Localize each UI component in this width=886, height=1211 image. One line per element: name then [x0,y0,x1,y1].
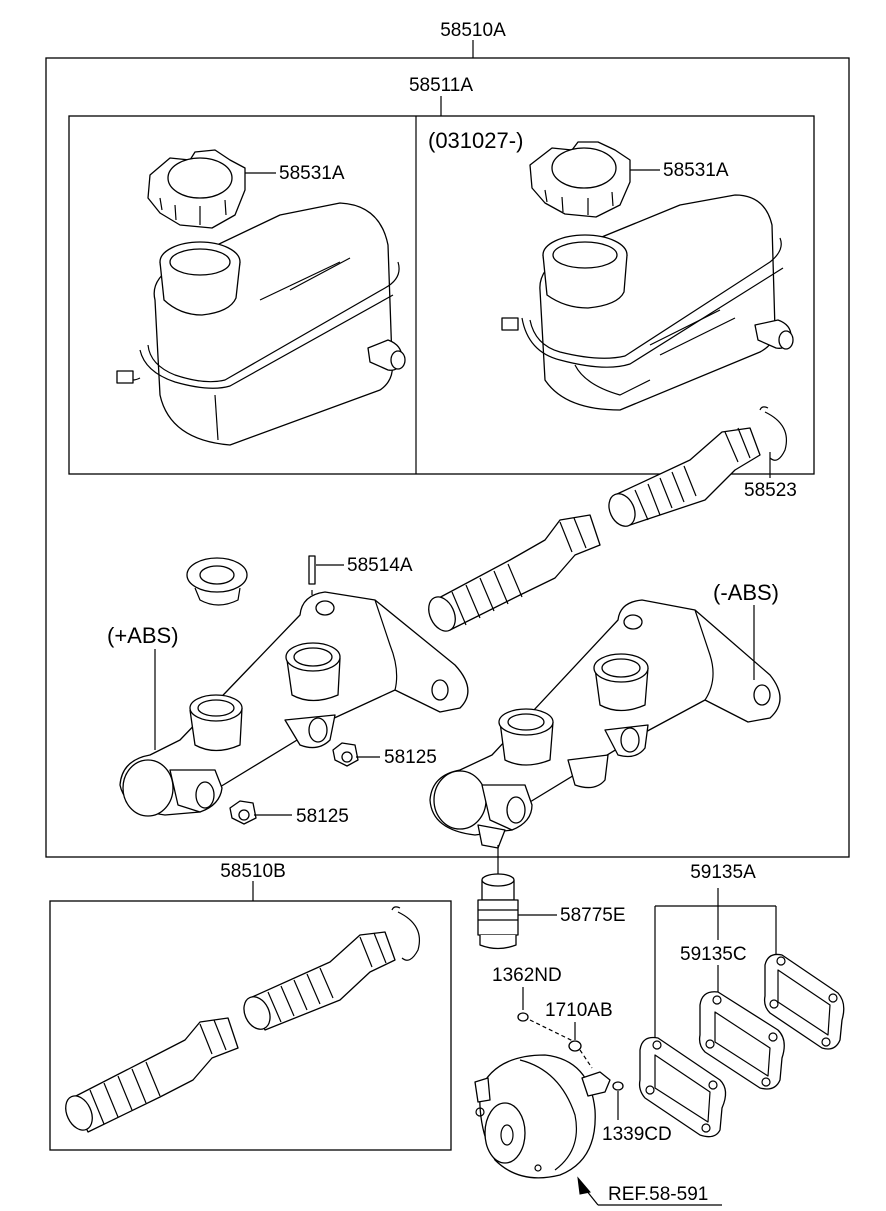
clip-1710AB[interactable] [568,1040,582,1052]
label-58514A[interactable]: 58514A [347,555,413,576]
label-59135A[interactable]: 59135A [690,862,756,883]
label-58511A[interactable]: 58511A [409,75,473,96]
label-58125-lower[interactable]: 58125 [296,806,349,827]
label-58523[interactable]: 58523 [744,480,797,501]
label-ref-58-591[interactable]: REF.58-591 [608,1184,708,1205]
brake-booster[interactable] [474,1054,611,1179]
kit-snap-ring[interactable] [391,906,420,961]
grommet[interactable] [186,557,248,606]
label-58775E[interactable]: 58775E [560,905,626,926]
gasket-left[interactable] [638,1036,727,1138]
label-58510B[interactable]: 58510B [220,861,286,882]
label-58531A-right[interactable]: 58531A [663,160,729,181]
nut-1362ND[interactable] [517,1012,529,1022]
nut-1339CD[interactable] [612,1081,624,1091]
piston-kit-box [49,900,452,1151]
piston-secondary[interactable] [424,514,601,635]
kit-piston-primary[interactable] [239,931,396,1033]
label-plus-abs: (+ABS) [107,623,179,648]
label-date-code: (031027-) [428,128,523,153]
cap-left[interactable] [147,149,246,229]
snap-ring[interactable] [759,406,787,461]
label-1362ND[interactable]: 1362ND [492,965,562,986]
reservoir-right[interactable] [501,194,794,411]
gasket-middle[interactable] [698,991,785,1090]
cap-right[interactable] [529,141,631,218]
label-1710AB[interactable]: 1710AB [545,1000,613,1021]
fitting[interactable] [477,873,519,950]
gasket-right[interactable] [763,953,845,1050]
plug-upper[interactable] [332,742,359,767]
kit-piston-secondary[interactable] [61,1017,239,1134]
plug-lower[interactable] [229,800,257,825]
label-minus-abs: (-ABS) [713,580,779,605]
master-cylinder-assy-box [45,57,850,858]
label-58125-upper[interactable]: 58125 [384,747,437,768]
master-cylinder-plus-abs[interactable] [119,591,469,817]
piston-primary[interactable] [604,427,761,530]
reservoir-left[interactable] [116,202,406,446]
label-1339CD[interactable]: 1339CD [602,1124,672,1145]
pin[interactable] [308,555,316,640]
label-59135C[interactable]: 59135C [680,944,747,965]
master-cylinder-minus-abs[interactable] [429,599,781,849]
ref-arrow [577,1176,722,1206]
label-58510A[interactable]: 58510A [440,20,506,41]
label-58531A-left[interactable]: 58531A [279,163,345,184]
